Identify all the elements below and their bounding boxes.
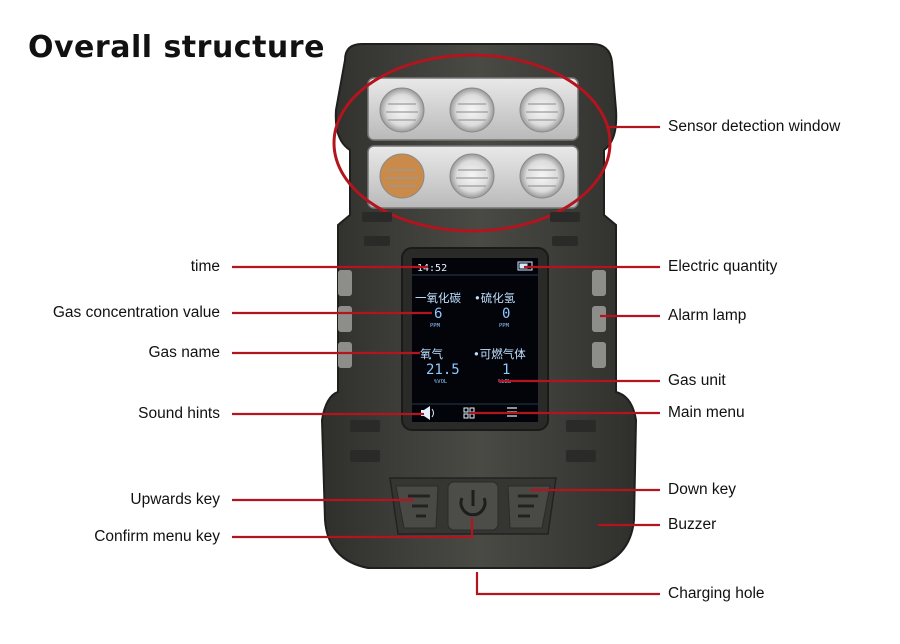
gas3-unit: %VOL <box>434 379 448 385</box>
gas2-name: •硫化氢 <box>474 291 516 305</box>
sensor-hole <box>449 153 495 199</box>
page-title: Overall structure <box>28 30 325 65</box>
label-upwards-key: Upwards key <box>130 491 220 508</box>
sensor-hole <box>379 153 425 199</box>
label-gas-name: Gas name <box>148 344 220 361</box>
leader-lines <box>232 125 660 596</box>
body-slots <box>350 212 596 462</box>
screen-time: 14:52 <box>417 263 447 274</box>
alarm-lamp-right <box>592 342 606 368</box>
label-gas-concentration: Gas concentration value <box>52 304 220 321</box>
label-charging-hole: Charging hole <box>668 585 765 602</box>
label-main-menu: Main menu <box>668 404 745 421</box>
sensor-holes <box>379 87 565 199</box>
label-time: time <box>190 258 220 275</box>
gas1-unit: PPM <box>430 323 441 329</box>
gas1-name: 一氧化碳 <box>415 291 461 305</box>
leader-charging-hole <box>475 572 660 596</box>
label-gas-unit: Gas unit <box>668 372 726 389</box>
gas2-unit: PPM <box>499 323 510 329</box>
up-key <box>395 485 439 529</box>
label-down-key: Down key <box>668 481 737 498</box>
alarm-lamp-left <box>338 270 352 296</box>
battery-level <box>519 263 528 269</box>
gas4-name: •可燃气体 <box>473 347 526 361</box>
gas1-value: 6 <box>434 306 442 322</box>
alarm-lamp-right <box>592 306 606 332</box>
alarm-lamp-left <box>338 306 352 332</box>
label-buzzer: Buzzer <box>668 516 717 533</box>
label-electric-quantity: Electric quantity <box>668 258 778 275</box>
power-icon <box>459 497 487 517</box>
label-alarm-lamp: Alarm lamp <box>668 307 747 324</box>
sensor-hole <box>379 87 425 133</box>
alarm-lamp-left <box>338 342 352 368</box>
gas4-value: 1 <box>502 362 510 378</box>
sensor-window-highlight <box>332 53 612 233</box>
gas3-value: 21.5 <box>426 362 460 378</box>
lcd-screen <box>412 258 538 422</box>
sensor-hole <box>449 87 495 133</box>
label-confirm-menu-key: Confirm menu key <box>94 528 220 545</box>
down-key <box>507 485 551 529</box>
gas2-value: 0 <box>502 306 510 322</box>
gas3-name: 氧气 <box>420 347 443 361</box>
label-sensor-window: Sensor detection window <box>668 118 841 135</box>
label-sound-hints: Sound hints <box>138 405 220 422</box>
confirm-key <box>447 481 499 531</box>
sensor-hole <box>519 87 565 133</box>
alarm-lamp-right <box>592 270 606 296</box>
sensor-hole <box>519 153 565 199</box>
leader-confirm-key <box>232 518 474 539</box>
